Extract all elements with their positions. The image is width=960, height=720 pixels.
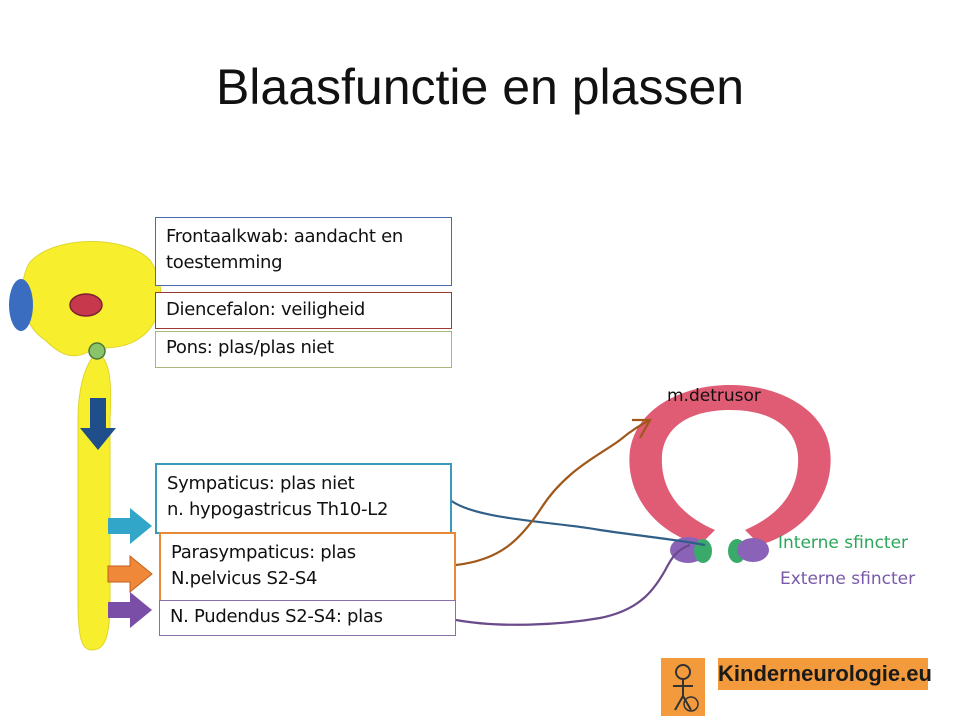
- frontal-lobe-box: Frontaalkwab: aandacht en toestemming: [155, 217, 452, 286]
- parasympathetic-line-1: Parasympaticus: plas: [171, 542, 356, 563]
- pudendal-box: N. Pudendus S2-S4: plas: [159, 600, 456, 636]
- diencephalon-marker: [69, 293, 103, 317]
- sympathetic-line-2: n. hypogastricus Th10-L2: [167, 499, 389, 520]
- parasympathetic-arrow: [107, 554, 153, 594]
- sympathetic-box: Sympaticus: plas niet n. hypogastricus T…: [155, 463, 452, 534]
- spinal-cord: [77, 351, 112, 651]
- pons-box: Pons: plas/plas niet: [155, 331, 452, 368]
- diencephalon-box: Diencefalon: veiligheid: [155, 292, 452, 329]
- pons-line-1: Pons: plas/plas niet: [166, 337, 334, 358]
- pons-marker: [88, 342, 106, 360]
- page-title: Blaasfunctie en plassen: [215, 59, 745, 115]
- sympathetic-arrow: [108, 508, 152, 544]
- pudendal-arrow: [108, 592, 152, 628]
- diencephalon-line-1: Diencefalon: veiligheid: [166, 299, 366, 320]
- frontal-lobe-marker: [9, 279, 33, 331]
- logo-icon: [661, 658, 705, 716]
- down-arrow: [80, 398, 116, 450]
- parasympathetic-nerve-tip: [632, 418, 652, 439]
- sympathetic-line-1: Sympaticus: plas niet: [167, 473, 355, 494]
- external-sphincter-right: [737, 538, 769, 562]
- site-logo: Kinderneurologie.eu: [718, 658, 932, 690]
- parasympathetic-line-2: N.pelvicus S2-S4: [171, 568, 318, 589]
- bladder: [629, 385, 831, 545]
- external-sphincter-label: Externe sfincter: [780, 569, 916, 589]
- parasympathetic-nerve: [455, 419, 651, 567]
- pudendal-nerve: [455, 543, 691, 626]
- sympathetic-nerve: [447, 497, 706, 547]
- detrusor-label: m.detrusor: [667, 386, 761, 406]
- pudendal-line-1: N. Pudendus S2-S4: plas: [170, 606, 383, 627]
- internal-sphincter-left: [694, 539, 712, 563]
- parasympathetic-box: Parasympaticus: plas N.pelvicus S2-S4: [159, 532, 456, 602]
- internal-sphincter-label: Interne sfincter: [778, 533, 909, 553]
- frontal-lobe-line-1: Frontaalkwab: aandacht en: [166, 226, 403, 247]
- frontal-lobe-line-2: toestemming: [166, 252, 283, 273]
